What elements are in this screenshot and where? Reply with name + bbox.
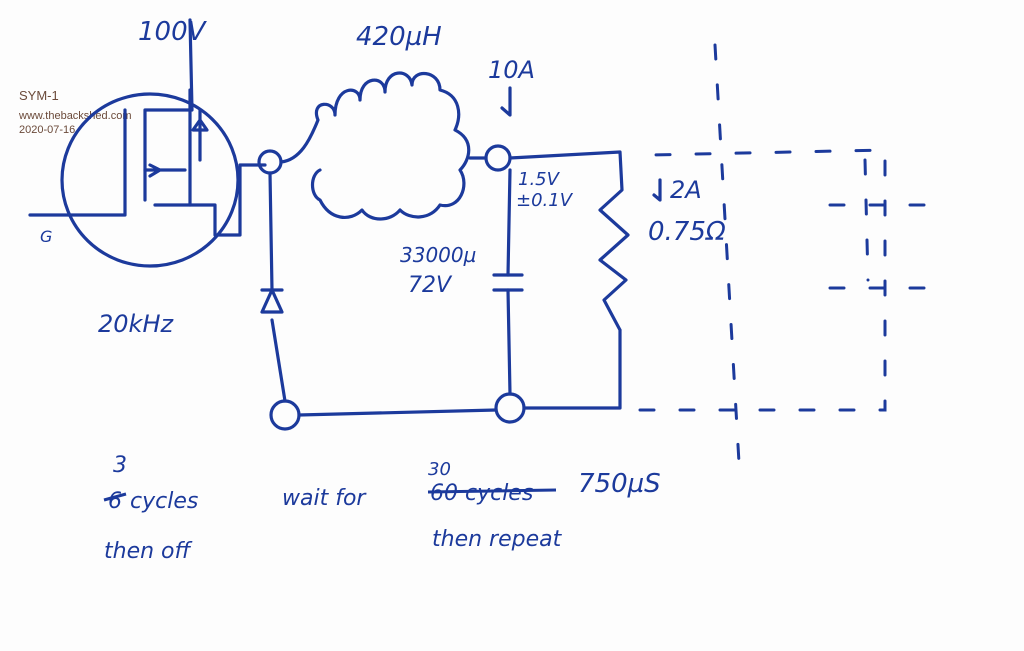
wait-for-note: wait for [282, 486, 367, 511]
frequency-label: 20kHz [98, 310, 174, 338]
inductor-coil [279, 71, 488, 221]
load-current-arrow-icon [652, 178, 662, 202]
wait-time-note: 750µS [578, 469, 661, 499]
capacitor [492, 273, 524, 292]
output-voltage-label: 1.5V [518, 169, 561, 190]
mosfet-switch [28, 18, 267, 268]
wait-cycles-old: 60 cycles [430, 481, 533, 506]
output-tolerance-label: ±0.1V [516, 190, 574, 211]
capacitor-value-label: 33000µ [400, 243, 476, 267]
capacitor-voltage-label: 72V [408, 273, 453, 298]
inductor-label: 420µH [356, 22, 442, 52]
watermark-site: www.thebackshed.com [19, 110, 132, 122]
on-cycles-word: cycles [130, 489, 198, 514]
current-arrow-icon [500, 86, 512, 117]
on-cycles-old: 6 [108, 489, 122, 514]
watermark-title: SYM-1 [19, 88, 59, 103]
inductor-current-label: 10A [488, 56, 535, 84]
node-output [484, 144, 512, 172]
on-cycles-new: 3 [113, 453, 127, 478]
freewheel-diode [260, 288, 284, 314]
load-current-label: 2A [670, 176, 702, 204]
load-resistance-label: 0.75Ω [648, 217, 726, 247]
node-ground-right [494, 392, 526, 424]
watermark-date: 2020-07-16 [19, 124, 76, 136]
then-repeat-note: then repeat [432, 527, 563, 552]
wait-cycles-new: 30 [428, 459, 451, 480]
node-switch [257, 149, 283, 175]
node-ground-left [269, 399, 301, 431]
gate-label: G [40, 227, 52, 246]
supply-voltage-label: 100V [138, 17, 208, 47]
then-off-note: then off [104, 539, 193, 564]
